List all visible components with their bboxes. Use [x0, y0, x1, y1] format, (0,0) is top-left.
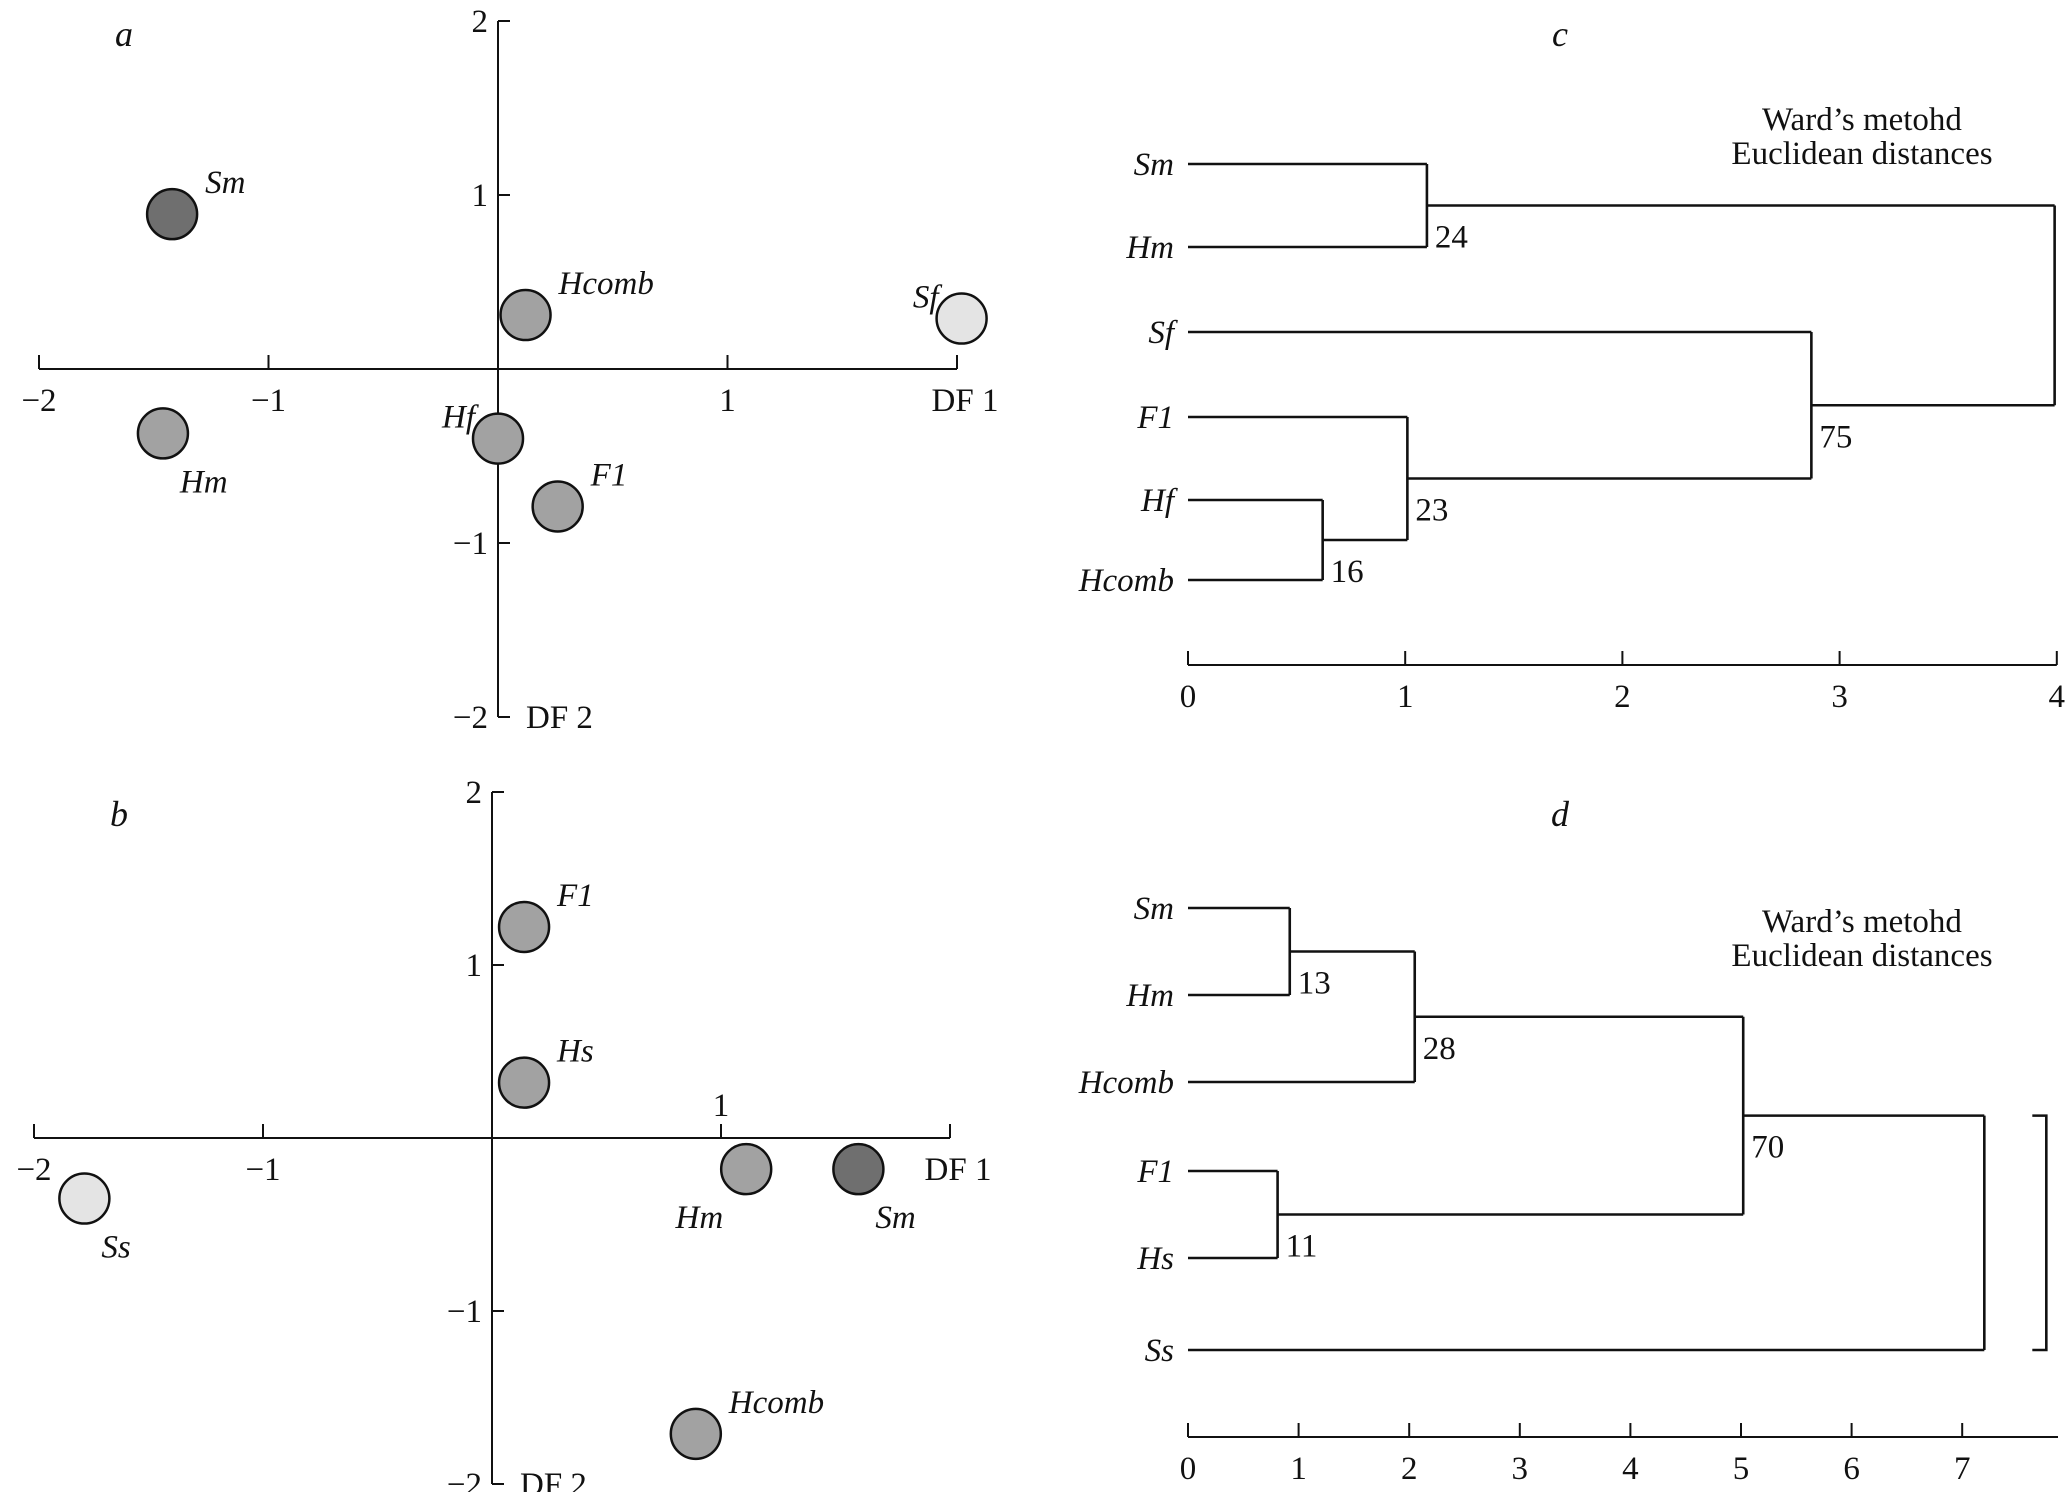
data-point-sm	[145, 187, 199, 241]
x-axis-title: DF 1	[925, 1152, 992, 1188]
support-value: 75	[1819, 419, 1852, 455]
support-value: 24	[1435, 220, 1468, 256]
distance-tick-label: 3	[1512, 1451, 1529, 1487]
data-point-hcomb	[669, 1407, 723, 1461]
panel-label: a	[115, 14, 133, 54]
distance-tick-label: 6	[1843, 1451, 1860, 1487]
data-point-ss	[58, 1172, 111, 1225]
distance-tick-label: 7	[1954, 1451, 1971, 1487]
point-label: F1	[556, 878, 594, 914]
data-point-f1	[497, 900, 551, 954]
support-value: 11	[1286, 1229, 1318, 1265]
point-label: Hf	[441, 400, 479, 436]
data-point-hm	[136, 407, 190, 460]
leaf-label-f1: F1	[1136, 1154, 1174, 1190]
leaf-label-hcomb: Hcomb	[1078, 563, 1174, 599]
data-point-hcomb	[499, 288, 552, 342]
y-tick-label: 2	[472, 4, 489, 40]
data-point-hf	[471, 412, 525, 465]
x-axis-title: DF 1	[932, 383, 999, 419]
point-label: Ss	[101, 1230, 130, 1266]
distance-tick-label: 5	[1733, 1451, 1750, 1487]
leaf-label-f1: F1	[1136, 400, 1174, 436]
x-tick-label: 1	[713, 1088, 730, 1124]
support-value: 23	[1415, 493, 1448, 529]
point-label: Hcomb	[558, 266, 654, 302]
distance-tick-label: 1	[1397, 679, 1414, 715]
dendrogram-title-line: Ward’s metohd	[1762, 102, 1962, 138]
support-value: 13	[1298, 966, 1331, 1002]
distance-tick-label: 2	[1614, 679, 1631, 715]
x-tick-label: −2	[16, 1152, 51, 1188]
point-label: Hm	[675, 1200, 724, 1236]
x-tick-label: −2	[21, 383, 56, 419]
panel-label: c	[1552, 14, 1568, 54]
distance-tick-label: 0	[1180, 1451, 1197, 1487]
distance-tick-label: 3	[1831, 679, 1848, 715]
point-label: Hm	[179, 464, 228, 500]
y-axis-title: DF 2	[526, 700, 593, 736]
point-label: F1	[590, 457, 628, 493]
panel-label: b	[110, 794, 128, 834]
leaf-label-hm: Hm	[1125, 230, 1174, 266]
y-axis-title: DF 2	[520, 1467, 587, 1492]
panel-label: d	[1551, 794, 1570, 834]
leaf-label-ss: Ss	[1145, 1333, 1174, 1369]
data-point-f1	[531, 480, 584, 533]
leaf-label-sf: Sf	[1148, 315, 1178, 351]
dendrogram-title-line: Ward’s metohd	[1762, 904, 1962, 940]
distance-tick-label: 2	[1401, 1451, 1418, 1487]
leaf-label-sm: Sm	[1134, 147, 1174, 183]
y-tick-label: −2	[447, 1467, 482, 1492]
data-point-hm	[719, 1142, 773, 1196]
support-value: 70	[1751, 1130, 1784, 1166]
point-label: Sm	[205, 165, 245, 201]
distance-tick-label: 4	[1622, 1451, 1639, 1487]
data-point-hs	[497, 1056, 551, 1109]
distance-tick-label: 4	[2049, 679, 2066, 715]
x-tick-label: −1	[251, 383, 286, 419]
leaf-label-hf: Hf	[1140, 483, 1178, 519]
y-tick-label: 2	[466, 775, 483, 811]
point-label: Sf	[913, 280, 943, 316]
dendrogram-title-line: Euclidean distances	[1731, 136, 1992, 172]
point-label: Hcomb	[728, 1385, 824, 1421]
point-label: Hs	[556, 1034, 594, 1070]
distance-tick-label: 1	[1290, 1451, 1307, 1487]
y-tick-label: 1	[472, 178, 489, 214]
data-point-sm	[832, 1142, 885, 1196]
x-tick-label: −1	[245, 1152, 280, 1188]
bracket-marker	[2032, 1114, 2048, 1352]
y-tick-label: −1	[453, 526, 488, 562]
distance-tick-label: 0	[1180, 679, 1197, 715]
leaf-label-hcomb: Hcomb	[1078, 1065, 1174, 1101]
y-tick-label: −2	[453, 700, 488, 736]
y-tick-label: −1	[447, 1294, 482, 1330]
x-tick-label: 1	[719, 383, 736, 419]
y-tick-label: 1	[466, 948, 483, 984]
support-value: 28	[1423, 1031, 1456, 1067]
point-label: Sm	[875, 1200, 915, 1236]
leaf-label-sm: Sm	[1134, 891, 1174, 927]
dendrogram-title-line: Euclidean distances	[1731, 938, 1992, 974]
data-point-sf	[935, 292, 988, 345]
leaf-label-hm: Hm	[1125, 978, 1174, 1014]
support-value: 16	[1331, 554, 1364, 590]
leaf-label-hs: Hs	[1136, 1241, 1174, 1277]
